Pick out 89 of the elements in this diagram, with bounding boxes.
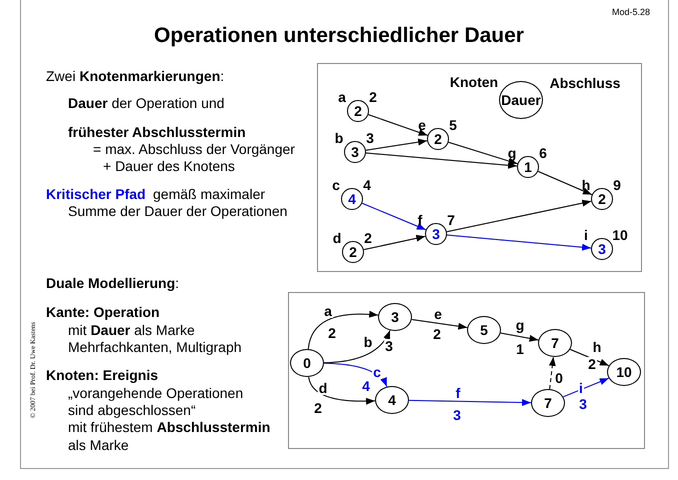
node-finish-time: 10 (612, 227, 628, 243)
node-name: h (582, 177, 590, 193)
text-line: Zwei Knotenmarkierungen: (46, 68, 224, 84)
node-value: 7 (544, 395, 552, 411)
arrow (448, 142, 518, 164)
node-name: d (332, 230, 342, 246)
node-finish-time: Abschluss (550, 75, 620, 91)
slide-number: Mod-5.28 (612, 7, 650, 17)
text-line: gemäß maximaler (153, 186, 266, 202)
node-value: 2 (349, 244, 357, 260)
node-name: i (584, 227, 588, 243)
text-line: + Dauer des Knotens (103, 158, 235, 174)
node-finish-time: 3 (366, 130, 374, 146)
node-finish-time: 9 (613, 177, 621, 193)
text-line: als Marke (68, 437, 129, 453)
arrow (365, 138, 428, 151)
edge-label: 0 (554, 371, 564, 385)
arrow (408, 399, 532, 406)
arrow (365, 152, 518, 169)
text-line: Dauer der Operation und (68, 95, 224, 111)
node-value: 3 (432, 226, 440, 242)
text-line: = max. Abschluss der Vorgänger (93, 141, 295, 157)
arrow (308, 310, 379, 350)
edge-label: 2 (432, 327, 442, 341)
arrow (324, 362, 388, 388)
node-name: f (418, 212, 422, 228)
edge-label: h (592, 340, 602, 354)
edge-label: b (362, 335, 374, 349)
edge-label: 2 (327, 326, 337, 340)
edge-label: 1 (515, 342, 525, 356)
arrow (411, 318, 468, 330)
arrow (538, 170, 592, 196)
text-line: mit frühestem Abschlusstermin (68, 419, 270, 435)
node-value: 0 (303, 355, 311, 371)
node-value: 5 (480, 322, 488, 338)
arrow (308, 376, 376, 405)
edge-label: f (454, 386, 462, 400)
node-name: c (332, 177, 340, 193)
node-value: 7 (551, 335, 559, 351)
text-line: „vorangehende Operationen (68, 385, 244, 401)
text-line: mit Dauer als Marke (68, 322, 195, 338)
node-finish-time: 4 (363, 177, 371, 193)
arrow (363, 234, 426, 250)
node-value: 3 (351, 144, 359, 160)
edge-label: i (578, 381, 584, 395)
node-value: 2 (598, 191, 606, 207)
node-value: 4 (388, 392, 396, 408)
text-line: Duale Modellierung: (46, 275, 180, 291)
text-line: Kritischer Pfad (46, 186, 146, 202)
edge-label: 4 (361, 379, 371, 393)
arrow (446, 234, 592, 251)
node-value: 10 (616, 364, 632, 380)
node-finish-time: 6 (539, 145, 547, 161)
node-value: Dauer (501, 92, 541, 108)
text-line: sind abgeschlossen“ (68, 402, 196, 418)
text-line: Summe der Dauer der Operationen (68, 203, 288, 219)
arrow (562, 378, 610, 398)
arrow (362, 202, 426, 230)
node-finish-time: 7 (447, 212, 455, 228)
node-finish-time: 2 (369, 89, 377, 105)
node-finish-time: 2 (364, 230, 372, 246)
edge-label: 2 (587, 357, 597, 371)
text-line: Mehrfachkanten, Multigraph (68, 339, 242, 355)
node-name: b (334, 130, 344, 146)
arrow (324, 330, 390, 364)
edge-label: 3 (578, 397, 588, 411)
arrow (570, 348, 610, 366)
edge-label: 3 (384, 339, 394, 353)
node-value: 3 (391, 309, 399, 325)
node-value: 2 (354, 103, 362, 119)
node-value: 2 (434, 131, 442, 147)
text-line: frühester Abschlusstermin (68, 124, 246, 140)
node-value: 4 (348, 191, 356, 207)
node-value: 1 (524, 159, 532, 175)
edge-label: 2 (313, 401, 323, 415)
node-name: e (418, 117, 426, 133)
edge-label: 3 (452, 408, 462, 422)
node-finish-time: 5 (449, 117, 457, 133)
text-line: Knoten: Ereignis (46, 367, 158, 383)
text-line: Kante: Operation (46, 304, 160, 320)
arrow (368, 114, 428, 136)
arrow (500, 332, 539, 342)
arrow (548, 356, 556, 390)
node-name: a (338, 89, 346, 105)
slide-title: Operationen unterschiedlicher Dauer (153, 24, 525, 48)
node-name: Knoten (450, 74, 498, 90)
arrow (446, 200, 592, 232)
node-value: 3 (598, 241, 606, 257)
edge-label: d (318, 381, 328, 395)
